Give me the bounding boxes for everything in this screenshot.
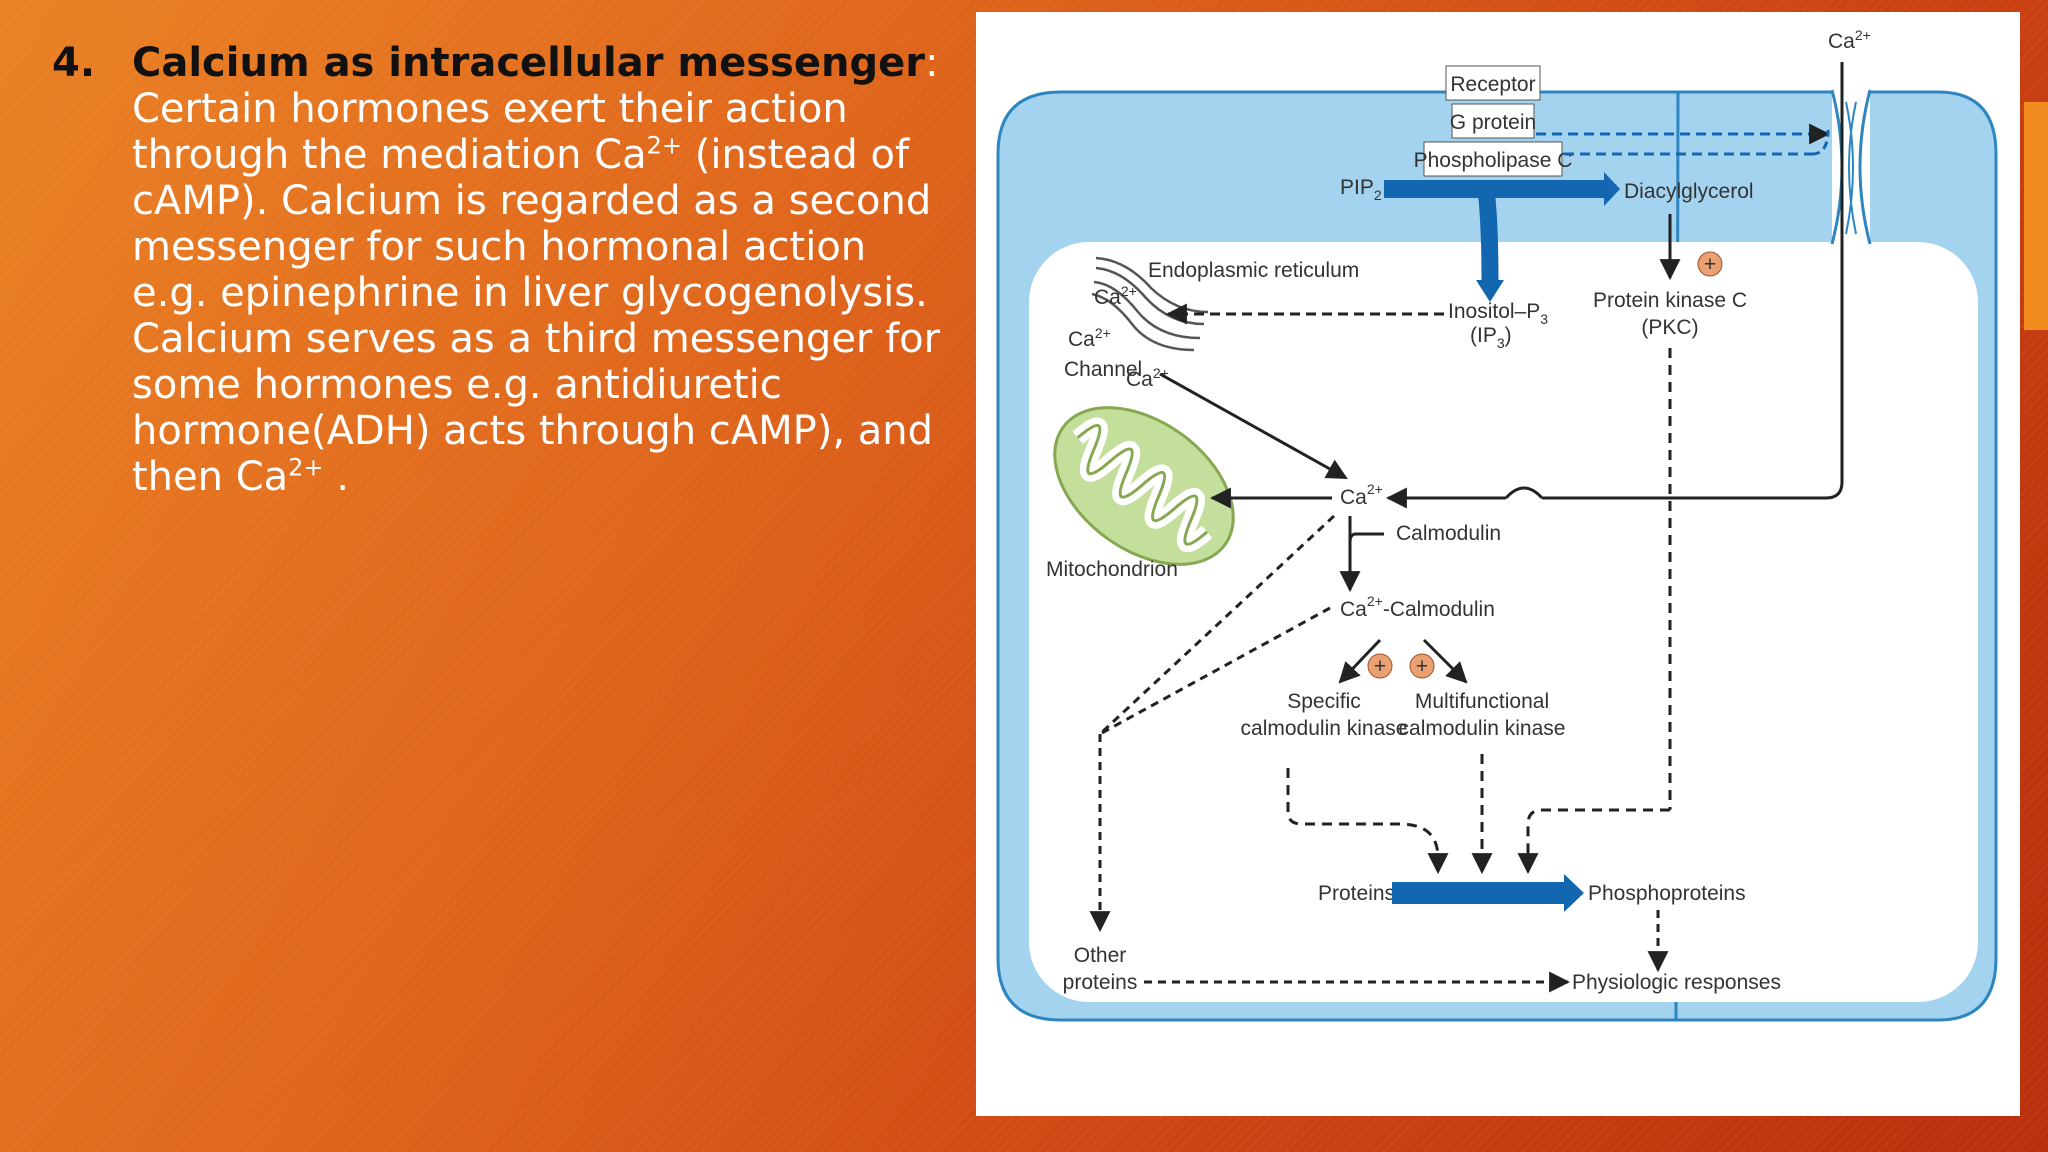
proteins-label: Proteins <box>1318 882 1395 905</box>
diacylglycerol-arrow-head <box>1604 172 1620 206</box>
ca-calmodulin-label: Ca2+-Calmodulin <box>1340 593 1495 621</box>
ip3-arrow-head <box>1476 280 1504 302</box>
multifunctional-plus-badge <box>1409 653 1435 679</box>
figure-panel: Receptor G protein Phospholipase C PIP2 … <box>976 12 2020 1116</box>
accent-tab <box>2024 102 2048 330</box>
protein-kinase-c-label: Protein kinase C <box>1593 289 1747 312</box>
calmodulin-label: Calmodulin <box>1396 522 1501 545</box>
specific-plus-badge <box>1367 653 1393 679</box>
ca-influx-bridge <box>1504 486 1544 500</box>
text-superscript-1: 2+ <box>646 131 682 160</box>
pkc-plus-sign: + <box>1704 253 1716 276</box>
physiologic-responses-label: Physiologic responses <box>1572 971 1781 994</box>
multifunctional-kinase-label: calmodulin kinase <box>1399 717 1566 740</box>
er-membrane-3 <box>1093 280 1201 340</box>
specific-label: Specific <box>1287 690 1361 713</box>
er-membrane-4 <box>1091 292 1195 352</box>
mitochondrion-shape <box>1053 406 1235 566</box>
g-protein-label: G protein <box>1450 111 1536 134</box>
phospholipase-c-box <box>1423 141 1563 177</box>
list-item: 4. Calcium as intracellular messenger: C… <box>52 40 952 500</box>
text-part-2: (instead of cAMP). Calcium is regarded a… <box>132 132 941 500</box>
phosphoproteins-label: Phosphoproteins <box>1588 882 1746 905</box>
membrane-channel-gap <box>1832 82 1870 252</box>
er-ca-label-1: Ca2+ <box>1094 283 1137 309</box>
pip2-label: PIP2 <box>1340 176 1382 203</box>
ip3-curved-arrow <box>1477 188 1499 281</box>
to-specific-kinase-arrow <box>1338 638 1382 684</box>
other-label: Other <box>1074 944 1127 967</box>
phospholipase-c-label: Phospholipase C <box>1414 149 1573 172</box>
channel-label: Channel <box>1064 358 1142 381</box>
cytosolic-ca-label: Ca2+ <box>1340 481 1383 509</box>
proteins-arrow-shaft <box>1392 882 1564 904</box>
er-ca-label-2: Ca2+ <box>1068 325 1111 351</box>
multifunctional-plus-sign: + <box>1416 655 1428 678</box>
text-part-3: . <box>323 454 349 500</box>
item-heading: Calcium as intracellular messenger <box>132 40 925 86</box>
text-superscript-2: 2+ <box>288 453 324 482</box>
er-to-cytosol-arrow <box>1159 372 1348 480</box>
g-protein-box <box>1451 103 1535 139</box>
ca-dashed-to-other-1 <box>1098 514 1336 736</box>
text-part-1: Certain hormones exert their action thro… <box>132 86 848 178</box>
ca-dashed-to-other-2 <box>1099 606 1331 736</box>
diacylglycerol-label: Diacylglycerol <box>1624 180 1754 203</box>
pkc-label: (PKC) <box>1641 316 1698 339</box>
to-multifunctional-kinase-arrow <box>1422 638 1468 684</box>
endoplasmic-reticulum-label: Endoplasmic reticulum <box>1148 259 1359 282</box>
inositol-label: Inositol–P3 <box>1448 300 1548 327</box>
slide-text: 4. Calcium as intracellular messenger: C… <box>52 40 952 500</box>
pkc-dashed-to-proteins <box>1517 808 1670 875</box>
mitochondrion-label: Mitochondrion <box>1046 558 1178 581</box>
calcium-signaling-diagram: Receptor G protein Phospholipase C PIP2 … <box>996 27 1998 1022</box>
channel-curve-right-inner <box>1848 101 1857 235</box>
phosphoproteins-arrow-head <box>1564 874 1584 912</box>
specific-dashed-to-proteins <box>1286 768 1449 875</box>
item-body: Calcium as intracellular messenger: Cert… <box>132 40 952 500</box>
specific-plus-sign: + <box>1374 655 1386 678</box>
receptor-box <box>1445 65 1541 101</box>
dashed-arrow-plc-turn <box>1811 129 1830 156</box>
er-membrane-1 <box>1095 256 1209 314</box>
ca-extracellular-label: Ca2+ <box>1828 27 1871 53</box>
ip3-label: (IP3) <box>1470 324 1512 351</box>
channel-curve-right <box>1858 89 1872 245</box>
multifunctional-label: Multifunctional <box>1415 690 1549 713</box>
receptor-label: Receptor <box>1450 73 1535 96</box>
specific-kinase-label: calmodulin kinase <box>1241 717 1408 740</box>
channel-curve-left-inner <box>1845 101 1854 235</box>
pkc-plus-badge <box>1697 251 1723 277</box>
other-proteins-label: proteins <box>1063 971 1138 994</box>
item-number: 4. <box>52 40 96 86</box>
heading-colon: : <box>924 40 939 86</box>
